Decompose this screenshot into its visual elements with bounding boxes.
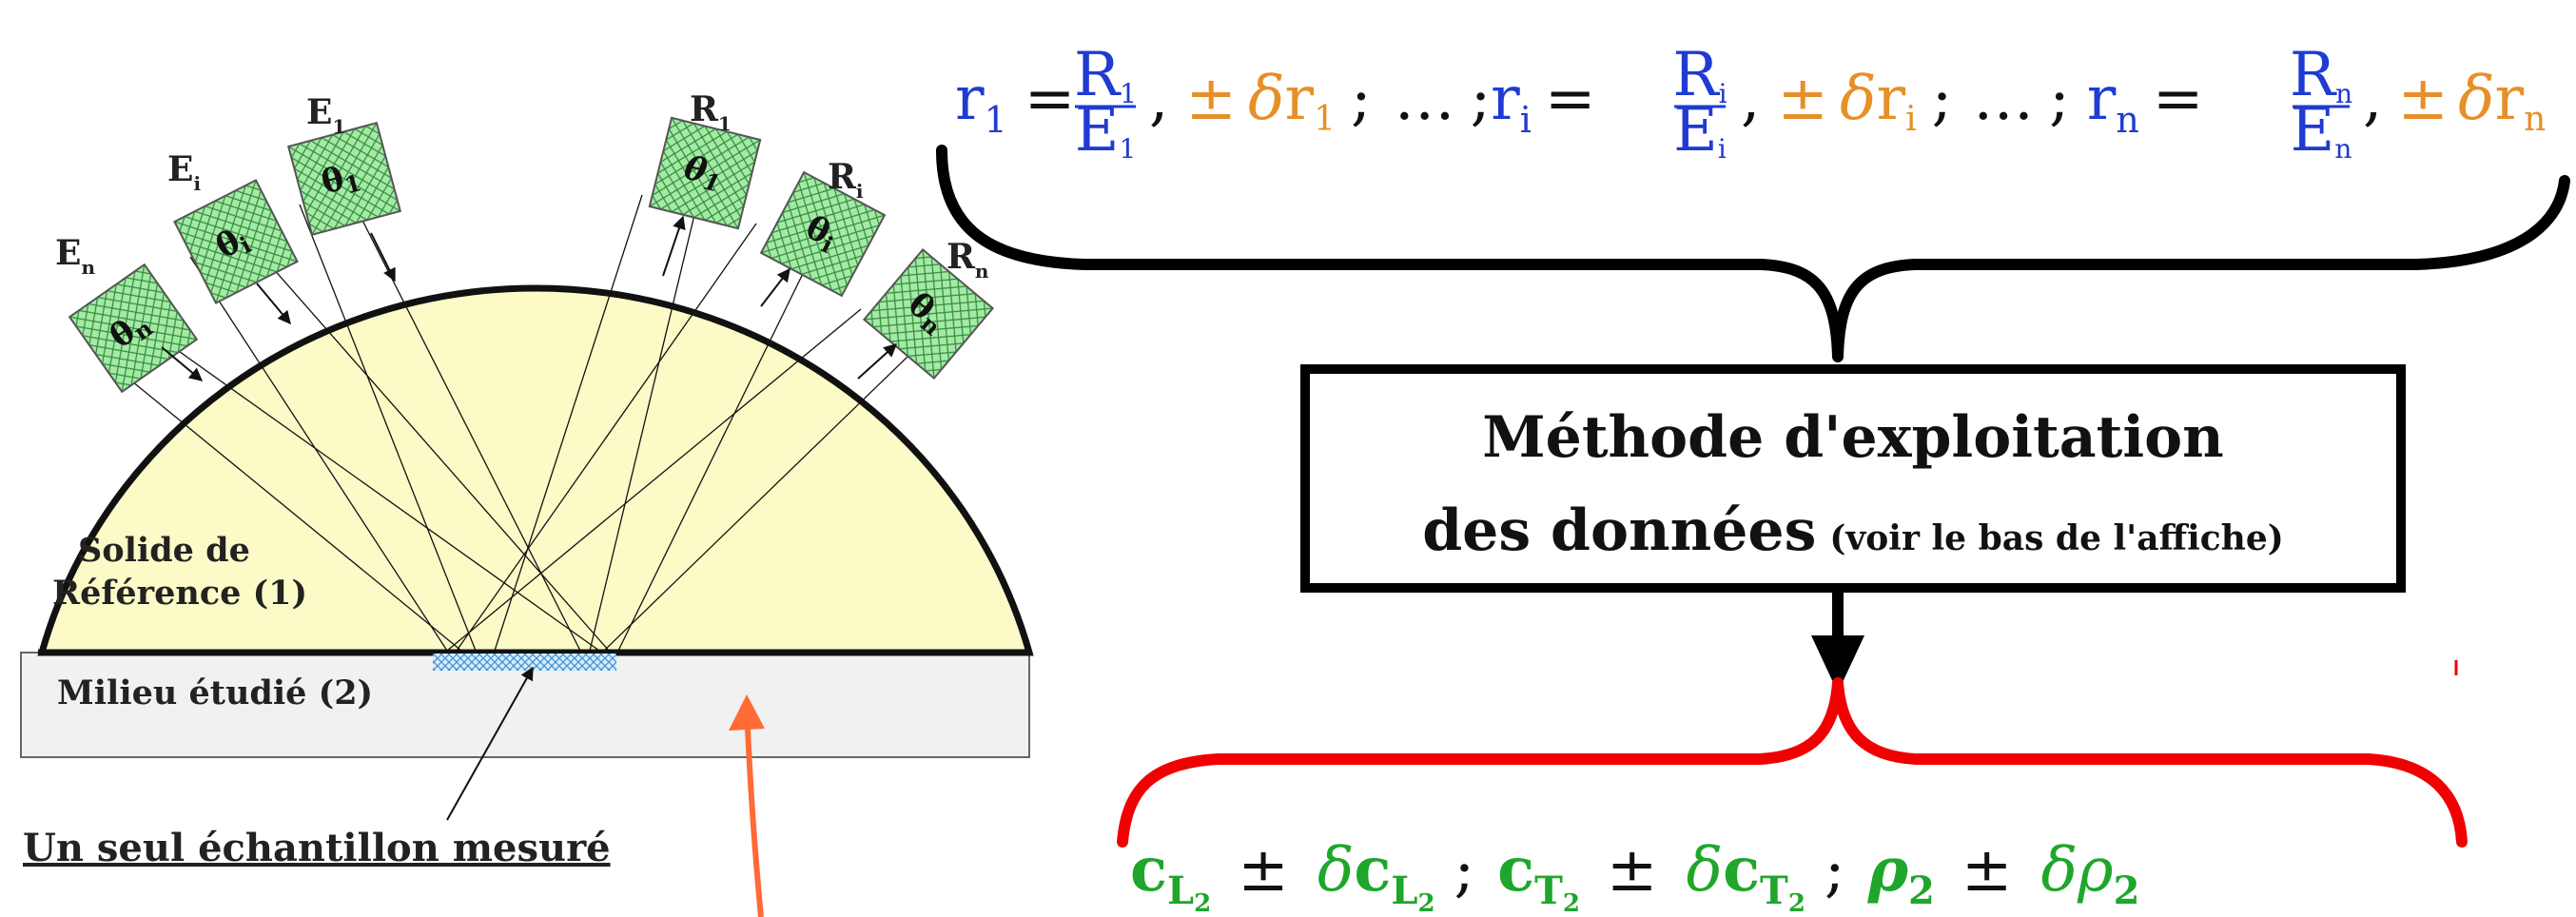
emitter-i-label: Ei	[167, 149, 201, 195]
svg-text:En: En	[2291, 95, 2352, 166]
emitter-i: θi	[173, 179, 299, 304]
orange-arrow	[744, 708, 764, 917]
method-box	[1300, 364, 2406, 593]
reference-solid	[37, 284, 1034, 656]
sample-zone	[433, 654, 616, 671]
svg-text:θ1: θ1	[318, 156, 364, 205]
receiver-n-label: Rn	[946, 237, 989, 283]
svg-text:,±δr1;…;ri=: ,±δr1;…;ri=	[1149, 64, 1596, 141]
svg-text:,±δrn: ,±δrn	[2363, 64, 2546, 139]
sample-pointer	[446, 666, 534, 821]
solid-label-line2: Référence (1)	[52, 574, 307, 613]
svg-text:Ri: Ri	[1672, 40, 1727, 110]
bottom-brace	[1117, 677, 2468, 848]
emitter-n: θn	[68, 263, 199, 394]
orange-arrow-head	[729, 694, 765, 731]
receiver-1: θ1	[648, 116, 762, 230]
method-box-line2: des données(voir le bas de l'affiche)	[1422, 498, 2284, 564]
svg-text:Ei: Ei	[1673, 95, 1727, 166]
svg-text:E1: E1	[1075, 95, 1137, 166]
receiver-1-label: R1	[690, 89, 732, 135]
ray-paths	[89, 189, 938, 652]
svg-text:r1=: r1=	[955, 64, 1075, 141]
svg-text:,±δri;…;rn=: ,±δri;…;rn=	[1741, 64, 2203, 141]
svg-text:R1: R1	[1074, 40, 1137, 110]
formula-top: r1= R1 E1 ,±δr1;…;ri= Ri Ei ,±δri;…;rn= …	[955, 40, 2546, 166]
formula-bottom: cL2±δcL2;cT2±δcT2;ρ2±δρ2	[1130, 834, 2140, 917]
sample-label: Un seul échantillon mesuré	[23, 826, 611, 870]
down-arrow-head	[1811, 635, 1864, 693]
receiver-i: θi	[759, 170, 887, 298]
method-box-line1: Méthode d'exploitation	[1482, 404, 2224, 471]
emitter-1: θ1	[286, 121, 402, 237]
emitter-n-label: En	[55, 233, 95, 279]
solid-label-line1: Solide de	[78, 531, 250, 570]
receiver-i-label: Ri	[828, 157, 864, 203]
medium-label: Milieu étudié (2)	[57, 673, 373, 712]
svg-text:Rn: Rn	[2290, 40, 2352, 110]
wave-direction-arrows	[161, 215, 898, 381]
top-brace	[936, 145, 2570, 362]
svg-text:θn: θn	[899, 285, 954, 341]
emitter-1-label: E1	[306, 92, 345, 138]
